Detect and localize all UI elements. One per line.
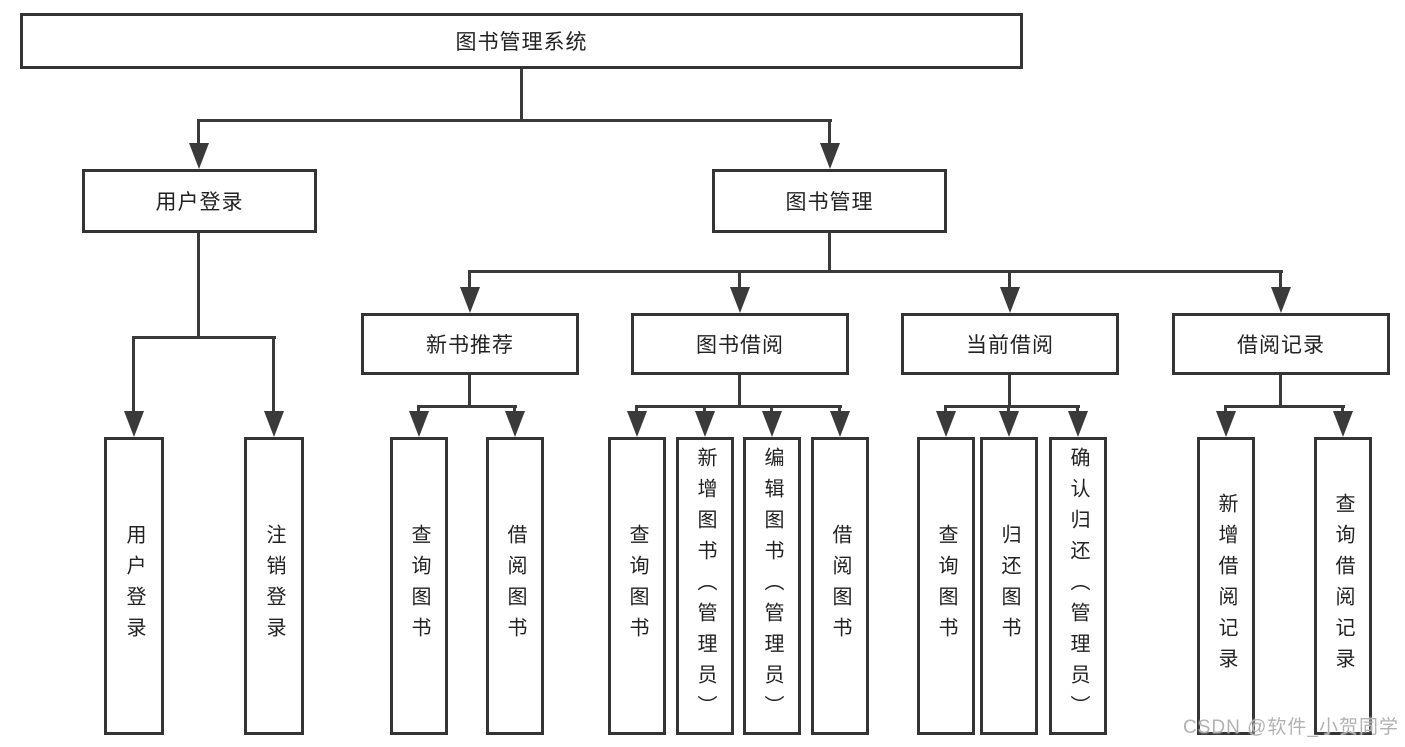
arrow-down-icon <box>762 411 782 437</box>
leaf-borrow-add-books-admin-label: 新增图书（管理员） <box>694 446 716 726</box>
node-current-borrow-label: 当前借阅 <box>966 334 1054 357</box>
node-user-login-label: 用户登录 <box>155 191 244 214</box>
leaf-logout-label: 注销登录 <box>263 524 285 648</box>
connector-line <box>132 336 135 415</box>
leaf-records-query-record-label: 查询借阅记录 <box>1332 493 1354 679</box>
node-current-borrow: 当前借阅 <box>901 313 1119 375</box>
node-borrow-records: 借阅记录 <box>1172 313 1390 375</box>
arrow-down-icon <box>730 287 750 313</box>
connector-line <box>468 270 471 295</box>
leaf-borrow-query-books-label: 查询图书 <box>626 524 648 648</box>
leaf-logout: 注销登录 <box>244 437 304 735</box>
connector-line <box>520 69 523 122</box>
arrow-down-icon <box>264 411 284 437</box>
arrow-down-icon <box>820 143 840 169</box>
connector-line <box>1008 270 1011 295</box>
arrow-down-icon <box>1000 287 1020 313</box>
connector-line <box>1008 375 1011 407</box>
arrow-down-icon <box>409 411 429 437</box>
connector-line <box>944 405 1080 408</box>
node-book-management-label: 图书管理 <box>785 191 874 214</box>
node-book-borrow: 图书借阅 <box>631 313 849 375</box>
leaf-recommend-borrow-books: 借阅图书 <box>486 437 544 735</box>
leaf-current-confirm-return-admin: 确认归还（管理员） <box>1049 437 1107 735</box>
connector-line <box>468 375 471 407</box>
connector-line <box>132 336 276 339</box>
connector-line <box>738 375 741 407</box>
leaf-current-return-books-label: 归还图书 <box>998 524 1020 648</box>
leaf-borrow-edit-books-admin: 编辑图书（管理员） <box>743 437 801 735</box>
leaf-user-login-label: 用户登录 <box>123 524 145 648</box>
arrow-down-icon <box>936 411 956 437</box>
leaf-recommend-query-books: 查询图书 <box>390 437 448 735</box>
leaf-records-add-record: 新增借阅记录 <box>1197 437 1255 735</box>
arrow-down-icon <box>189 143 209 169</box>
csdn-watermark: CSDN @软件_小贺同学 <box>1183 717 1399 738</box>
connector-line <box>828 119 831 151</box>
connector-line <box>197 119 200 151</box>
arrow-down-icon <box>627 411 647 437</box>
leaf-borrow-borrow-books: 借阅图书 <box>811 437 869 735</box>
arrow-down-icon <box>1068 411 1088 437</box>
arrow-down-icon <box>460 287 480 313</box>
leaf-records-add-record-label: 新增借阅记录 <box>1215 493 1237 679</box>
node-user-login: 用户登录 <box>82 169 317 233</box>
node-book-management: 图书管理 <box>712 169 947 233</box>
leaf-borrow-borrow-books-label: 借阅图书 <box>829 524 851 648</box>
arrow-down-icon <box>124 411 144 437</box>
connector-line <box>1279 375 1282 407</box>
connector-line <box>828 233 831 272</box>
connector-line <box>197 119 832 122</box>
arrow-down-icon <box>1216 411 1236 437</box>
connector-line <box>635 405 842 408</box>
leaf-recommend-query-books-label: 查询图书 <box>408 524 430 648</box>
leaf-recommend-borrow-books-label: 借阅图书 <box>504 524 526 648</box>
arrow-down-icon <box>695 411 715 437</box>
node-new-book-recommend: 新书推荐 <box>361 313 579 375</box>
leaf-borrow-query-books: 查询图书 <box>608 437 666 735</box>
connector-line <box>1224 405 1345 408</box>
connector-line <box>272 336 275 415</box>
connector-line <box>1279 270 1282 295</box>
arrow-down-icon <box>505 411 525 437</box>
leaf-borrow-edit-books-admin-label: 编辑图书（管理员） <box>761 446 783 726</box>
leaf-borrow-add-books-admin: 新增图书（管理员） <box>676 437 734 735</box>
leaf-user-login: 用户登录 <box>104 437 164 735</box>
leaf-records-query-record: 查询借阅记录 <box>1314 437 1372 735</box>
node-root-label: 图书管理系统 <box>455 31 588 54</box>
leaf-current-query-books: 查询图书 <box>917 437 975 735</box>
arrow-down-icon <box>1271 287 1291 313</box>
leaf-current-confirm-return-admin-label: 确认归还（管理员） <box>1067 446 1089 726</box>
node-new-book-recommend-label: 新书推荐 <box>426 334 514 357</box>
node-book-borrow-label: 图书借阅 <box>696 334 784 357</box>
connector-line <box>197 233 200 338</box>
leaf-current-query-books-label: 查询图书 <box>935 524 957 648</box>
arrow-down-icon <box>999 411 1019 437</box>
arrow-down-icon <box>1333 411 1353 437</box>
node-root: 图书管理系统 <box>20 13 1023 69</box>
arrow-down-icon <box>830 411 850 437</box>
connector-line <box>468 270 1283 273</box>
node-borrow-records-label: 借阅记录 <box>1237 334 1325 357</box>
connector-line <box>738 270 741 295</box>
connector-line <box>417 405 517 408</box>
leaf-current-return-books: 归还图书 <box>980 437 1038 735</box>
